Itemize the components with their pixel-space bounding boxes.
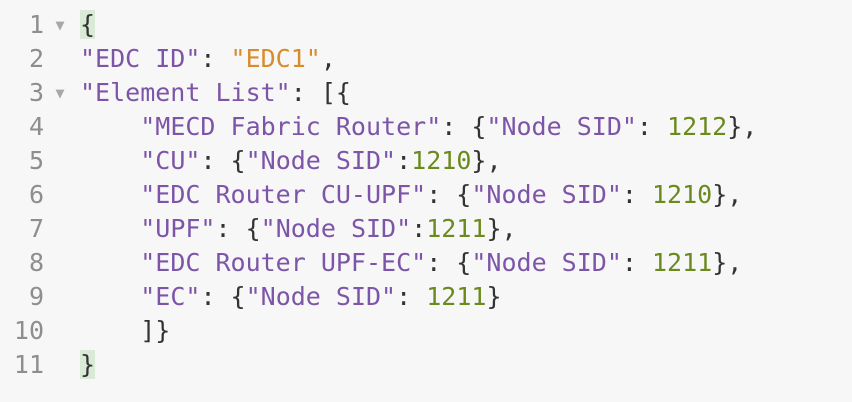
line-number: 6	[28, 180, 44, 209]
json-key: "EC"	[140, 282, 201, 311]
code-text: "EDC Router CU-UPF": {"Node SID": 1210},	[140, 180, 743, 209]
json-number-value: 1210	[411, 146, 472, 175]
open-brace-highlighted: {	[80, 10, 96, 39]
code-text: }	[80, 348, 96, 382]
line-number: 3	[28, 78, 44, 107]
code-line-5: 5 "CU": {"Node SID":1210},	[0, 144, 852, 178]
json-number-value: 1212	[667, 112, 728, 141]
line-number: 5	[28, 146, 44, 175]
json-key: "Node SID"	[471, 248, 622, 277]
line-number: 9	[28, 282, 44, 311]
line-number: 1	[28, 10, 44, 39]
json-number-value: 1211	[426, 214, 487, 243]
close-brace-highlighted: }	[80, 350, 96, 379]
code-text: {	[80, 8, 96, 42]
code-line-2: 2 "EDC ID": "EDC1",	[0, 42, 852, 76]
json-string-value: "EDC1"	[230, 44, 321, 73]
close-brackets: ]}	[140, 316, 171, 345]
code-line-4: 4 "MECD Fabric Router": {"Node SID": 121…	[0, 110, 852, 144]
json-key: "Node SID"	[471, 180, 622, 209]
code-text: ]}	[80, 314, 170, 348]
line-number: 7	[28, 214, 44, 243]
code-line-7: 7 "UPF": {"Node SID":1211},	[0, 212, 852, 246]
code-line-8: 8 "EDC Router UPF-EC": {"Node SID": 1211…	[0, 246, 852, 280]
code-line-9: 9 "EC": {"Node SID": 1211}	[0, 280, 852, 314]
json-key: "Node SID"	[245, 282, 397, 311]
json-key: "Node SID"	[245, 146, 397, 175]
line-number: 4	[28, 112, 44, 141]
code-line-3: 3 ▼ "Element List": [{	[0, 76, 852, 110]
json-key: "MECD Fabric Router"	[140, 112, 442, 141]
json-number-value: 1211	[651, 248, 713, 277]
json-number-value: 1211	[426, 282, 487, 311]
json-key: "UPF"	[140, 214, 216, 243]
code-text: "UPF": {"Node SID":1211},	[140, 214, 517, 243]
fold-arrow-icon[interactable]: ▼	[55, 16, 65, 34]
line-number: 10	[13, 316, 44, 345]
json-key: "EDC Router CU-UPF"	[140, 180, 427, 209]
code-line-11: 11 }	[0, 348, 852, 382]
code-text: "EDC Router UPF-EC": {"Node SID": 1211},	[140, 248, 743, 277]
code-line-6: 6 "EDC Router CU-UPF": {"Node SID": 1210…	[0, 178, 852, 212]
json-key: "EDC ID"	[80, 44, 201, 73]
json-key: "CU"	[140, 146, 201, 175]
json-key: "EDC Router UPF-EC"	[140, 248, 427, 277]
code-text: "CU": {"Node SID":1210},	[140, 146, 502, 175]
line-number: 2	[28, 44, 44, 73]
line-number: 11	[13, 350, 44, 379]
code-line-10: 10 ]}	[0, 314, 852, 348]
code-text: "Element List": [{	[80, 78, 351, 107]
line-number: 8	[28, 248, 44, 277]
code-text: "MECD Fabric Router": {"Node SID": 1212}…	[140, 112, 758, 141]
code-text: "EDC ID": "EDC1",	[80, 44, 336, 73]
json-number-value: 1210	[651, 180, 713, 209]
json-key: "Node SID"	[486, 112, 637, 141]
code-text: "EC": {"Node SID": 1211}	[140, 282, 502, 311]
fold-arrow-icon[interactable]: ▼	[55, 84, 65, 102]
code-line-1: 1 ▼ {	[0, 8, 852, 42]
json-key: "Node SID"	[260, 214, 412, 243]
json-key: "Element List"	[80, 78, 291, 107]
